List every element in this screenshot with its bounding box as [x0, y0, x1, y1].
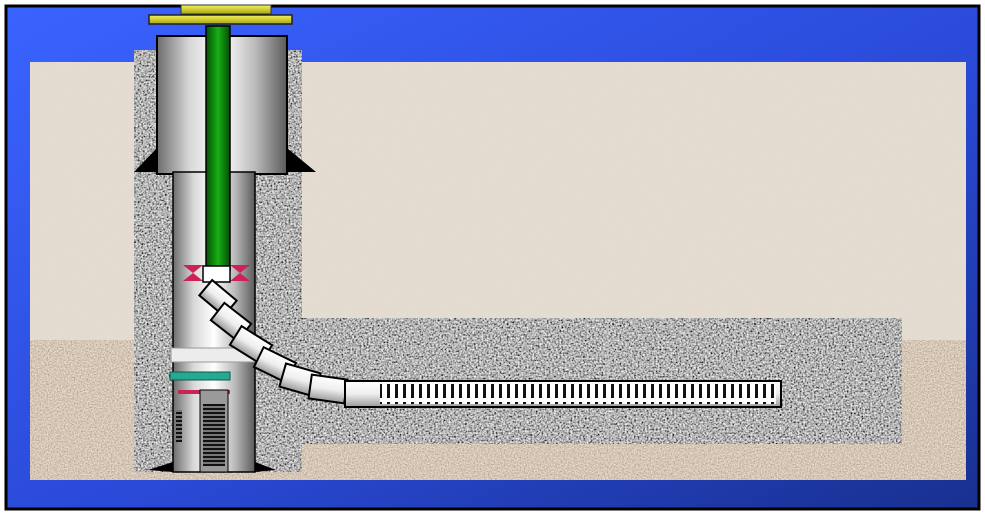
tubing — [205, 25, 231, 271]
packer — [183, 265, 250, 283]
casing-shoe-right — [255, 462, 276, 472]
curve-section — [197, 278, 349, 405]
joint-ring — [169, 371, 231, 381]
casing-shoe — [148, 462, 173, 472]
lateral-liner — [344, 380, 782, 408]
screen — [176, 389, 229, 473]
wellhead-flange — [148, 4, 293, 25]
